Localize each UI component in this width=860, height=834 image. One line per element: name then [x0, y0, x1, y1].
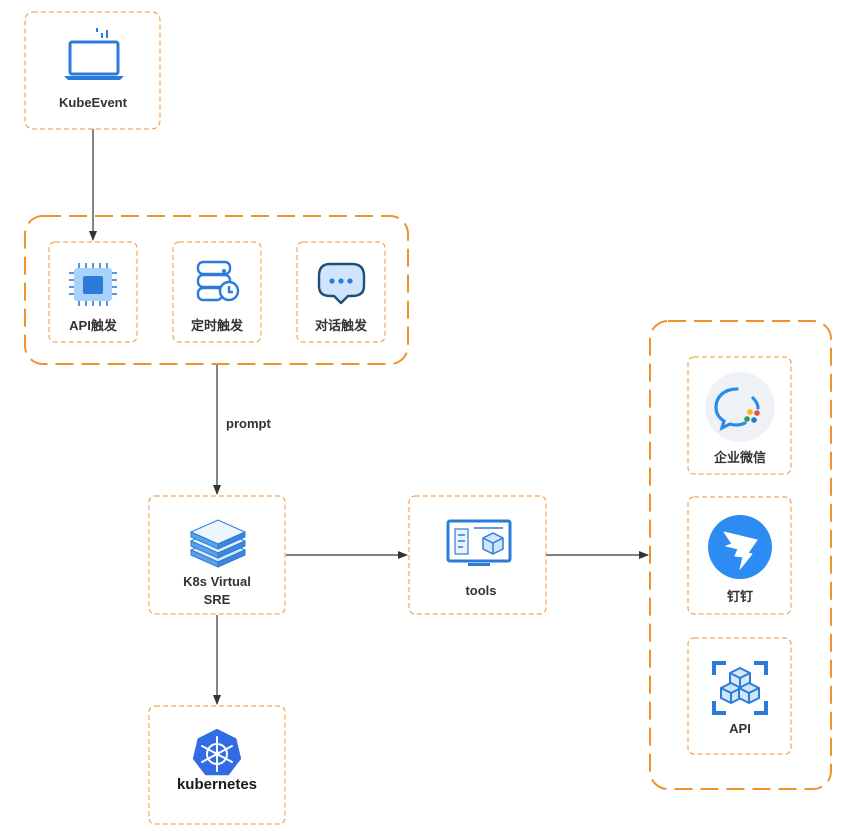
output-api[interactable]: API	[687, 637, 792, 755]
kubeevent-label: KubeEvent	[59, 95, 128, 110]
tools-label: tools	[465, 583, 496, 598]
trigger-api-label: API触发	[69, 318, 118, 333]
chip-icon	[69, 263, 117, 306]
helm-wheel-icon	[191, 727, 243, 777]
laptop-icon	[64, 28, 124, 80]
chat-bubble-icon	[317, 262, 366, 305]
database-clock-icon	[196, 260, 240, 302]
node-tools[interactable]: tools	[408, 495, 547, 615]
output-dingtalk[interactable]: 钉钉	[687, 496, 792, 615]
sre-label-line1: K8s Virtual	[183, 574, 251, 589]
trigger-scheduled-label: 定时触发	[190, 318, 244, 333]
wecom-icon	[705, 372, 775, 442]
api-cubes-icon	[712, 661, 768, 715]
node-kubeevent[interactable]: KubeEvent	[24, 11, 161, 130]
edge-label-prompt: prompt	[226, 416, 271, 431]
wecom-label: 企业微信	[713, 450, 766, 465]
output-group-container	[649, 320, 832, 790]
trigger-chat[interactable]: 对话触发	[296, 241, 386, 343]
trigger-scheduled[interactable]: 定时触发	[172, 241, 262, 343]
sre-label-line2: SRE	[204, 592, 231, 607]
dingtalk-label: 钉钉	[727, 589, 753, 604]
node-kubernetes[interactable]: kubernetes	[148, 705, 286, 825]
trigger-api[interactable]: API触发	[48, 241, 138, 343]
kubernetes-label: kubernetes	[177, 776, 257, 793]
node-sre[interactable]: K8s Virtual SRE	[148, 495, 286, 615]
api-label: API	[729, 721, 751, 736]
output-wecom[interactable]: 企业微信	[687, 356, 792, 475]
dingtalk-icon	[708, 515, 772, 579]
dashboard-window-icon	[446, 519, 512, 566]
trigger-group-container	[24, 215, 409, 365]
trigger-chat-label: 对话触发	[315, 318, 368, 333]
server-stack-icon	[189, 519, 247, 568]
